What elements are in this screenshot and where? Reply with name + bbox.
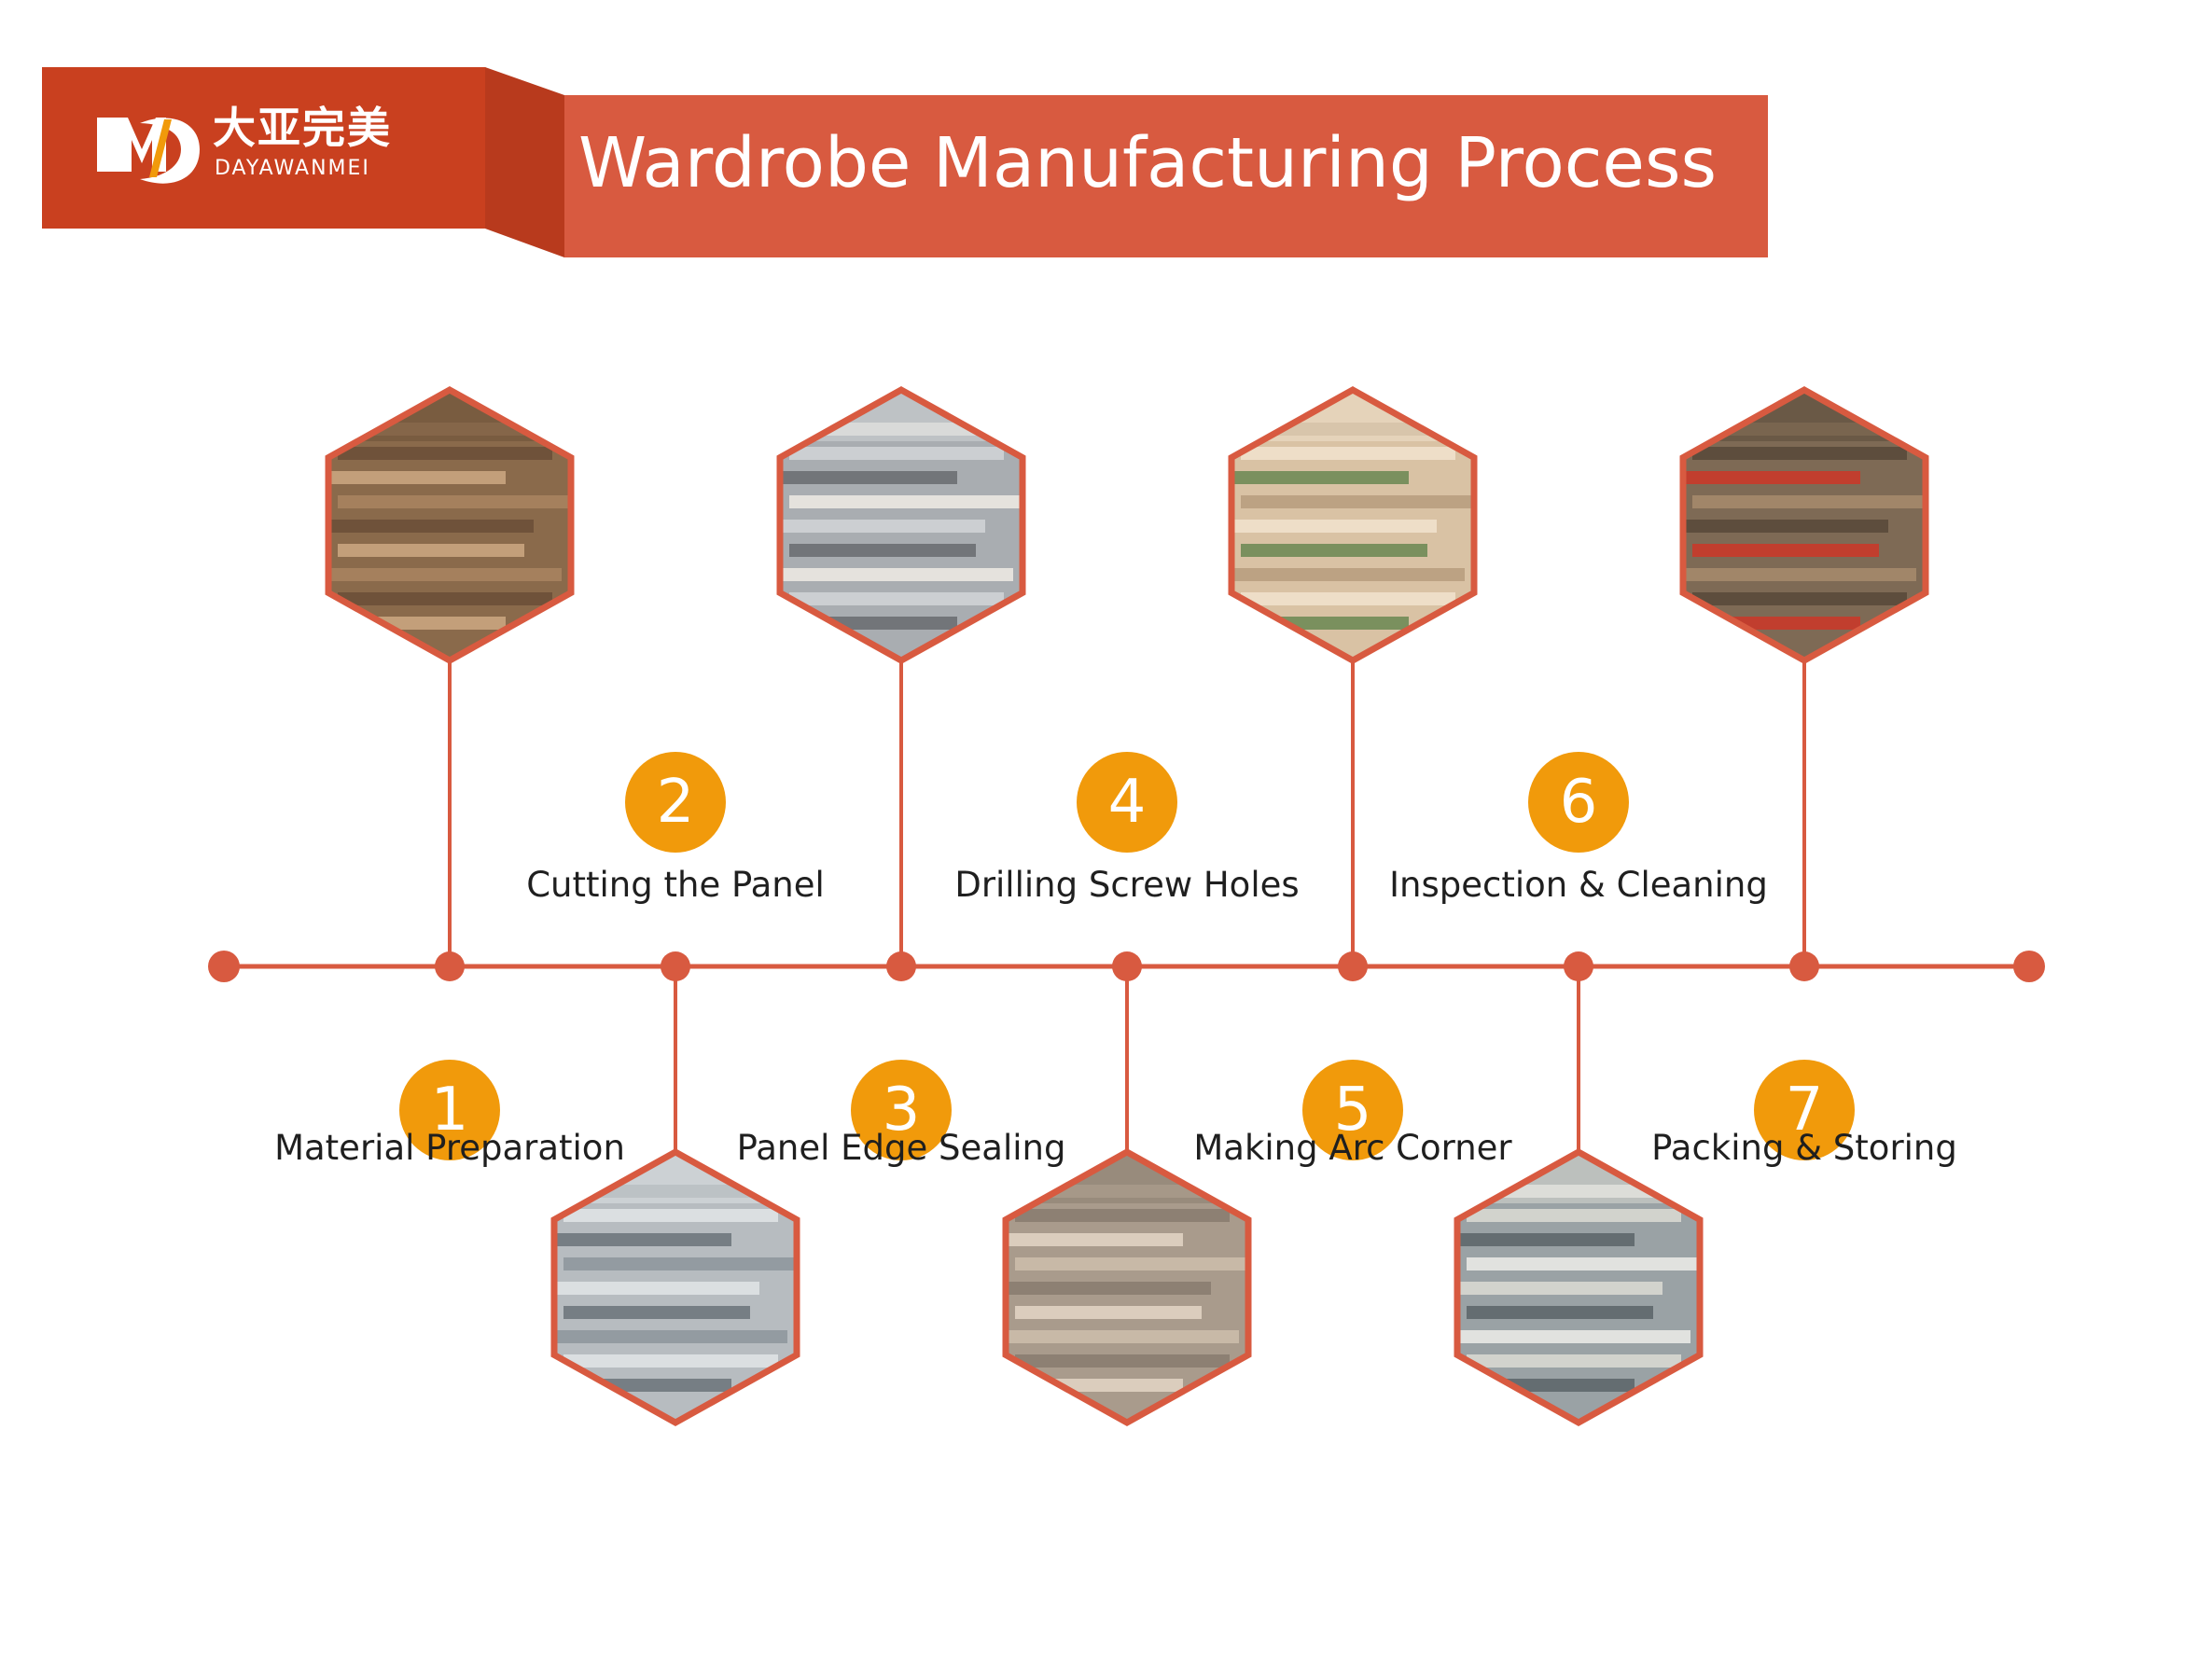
step-3-label: Panel Edge Sealing xyxy=(736,1128,1066,1168)
timeline-start-dot xyxy=(208,951,240,982)
timeline-end-dot xyxy=(2013,951,2045,982)
timeline-dot xyxy=(1564,951,1593,981)
page-title: Wardrobe Manufacturing Process xyxy=(578,123,1718,203)
step-3-badge: 3 xyxy=(851,1060,952,1160)
timeline-dot xyxy=(1789,951,1819,981)
arc-corner-panel-photo xyxy=(1228,385,1478,665)
timeline-dot xyxy=(886,951,916,981)
timeline-dot xyxy=(661,951,690,981)
header-banner xyxy=(42,67,1768,257)
step-4-badge: 4 xyxy=(1077,752,1177,853)
banner-fold xyxy=(485,67,564,257)
brand-name-en: DAYAWANMEI xyxy=(215,157,370,180)
step-5-badge: 5 xyxy=(1302,1060,1403,1160)
banner-title-block xyxy=(564,95,1768,257)
step-1-label: Material Preparation xyxy=(274,1128,625,1168)
step-5-label: Making Arc Corner xyxy=(1193,1128,1512,1168)
inspection-workshop-photo xyxy=(1454,1147,1704,1427)
timeline-dot xyxy=(1338,951,1368,981)
step-2-label: Cutting the Panel xyxy=(526,865,825,905)
step-4-label: Drilling Screw Holes xyxy=(954,865,1300,905)
md-monogram-logo-icon xyxy=(97,118,200,184)
panel-saw-machine-photo xyxy=(550,1147,800,1427)
brand-name-cn: 大亚完美 xyxy=(213,103,392,153)
step-6-label: Inspection & Cleaning xyxy=(1389,865,1768,905)
storage-racks-photo xyxy=(1679,385,1929,665)
step-2-badge: 2 xyxy=(625,752,726,853)
timeline-dot xyxy=(435,951,465,981)
banner-brand-block xyxy=(42,67,524,229)
step-1-badge: 1 xyxy=(399,1060,500,1160)
step-7-badge: 7 xyxy=(1754,1060,1855,1160)
step-7-label: Packing & Storing xyxy=(1651,1128,1957,1168)
edge-banding-machine-photo xyxy=(776,385,1026,665)
stacked-particle-boards-photo xyxy=(325,385,575,665)
drilled-panels-photo xyxy=(1002,1147,1252,1427)
timeline-dot xyxy=(1112,951,1142,981)
step-6-badge: 6 xyxy=(1528,752,1629,853)
